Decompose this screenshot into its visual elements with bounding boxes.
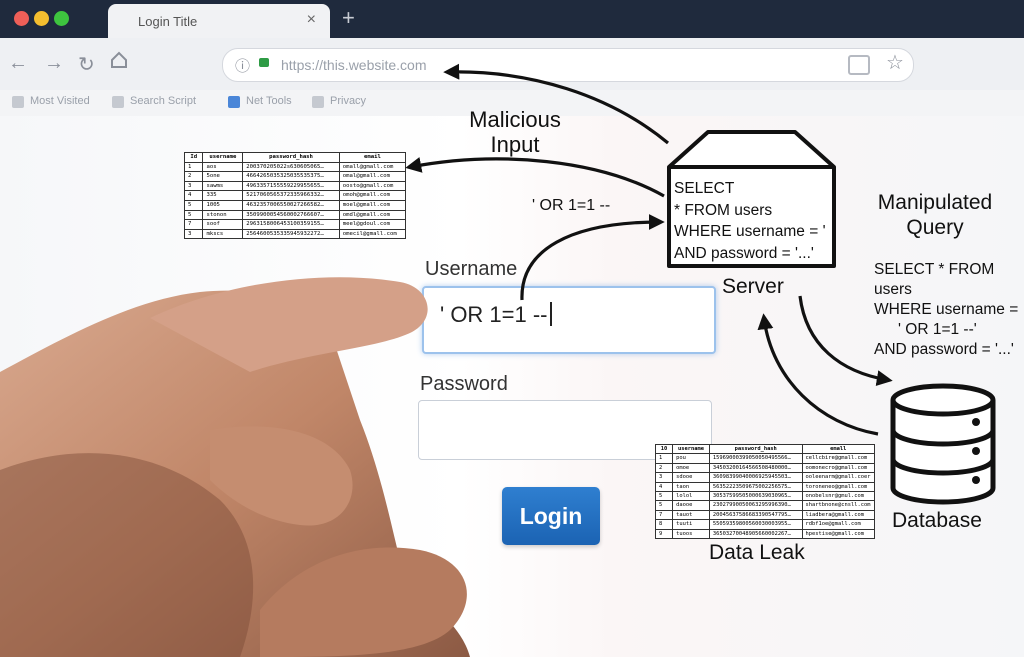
table-cell: onobelsnr@gmul.com <box>801 491 876 502</box>
back-icon[interactable]: ← <box>8 52 28 74</box>
text-caret <box>549 302 552 326</box>
table-cell: omecil@gmall.com <box>338 228 407 240</box>
table-cell: cellcbire@gmall.com <box>801 453 876 464</box>
bookmark-star-icon[interactable]: ☆ <box>886 52 904 74</box>
tab-close-icon[interactable]: × <box>306 11 316 28</box>
lock-icon <box>259 58 269 67</box>
bookmark-item-2[interactable]: Search Script <box>130 95 197 107</box>
home-icon[interactable] <box>110 51 128 75</box>
server-icon <box>667 130 836 268</box>
reload-icon[interactable]: ↻ <box>78 54 95 76</box>
data-leak-label: Data Leak <box>709 541 805 564</box>
injected-payload-text: ' OR 1=1 -- <box>532 197 611 214</box>
table-cell: toroneneo@gmall.com <box>801 481 876 493</box>
login-button[interactable]: Login <box>502 487 600 545</box>
maximize-window-dot[interactable] <box>54 11 69 26</box>
arrow-database-to-server <box>757 313 879 436</box>
table-cell: oomonecro@gmall.com <box>801 462 876 474</box>
reader-mode-icon[interactable] <box>848 55 870 75</box>
manipulated-query-title: Manipulated Query <box>877 191 993 239</box>
bookmark-icon <box>12 96 24 108</box>
table-cell: rdbf1oe@gmall.com <box>801 519 876 530</box>
address-url[interactable]: https://this.website.com <box>281 57 427 73</box>
forward-icon[interactable]: → <box>44 52 64 74</box>
browser-toolbar: ← → ↻ ⓘ https://this.website.com ☆ <box>0 38 1024 91</box>
bookmark-icon <box>112 96 124 108</box>
table-cell: mkscs <box>202 228 244 240</box>
table-cell: shartbnone@cnsll.com <box>801 500 876 511</box>
address-bar[interactable]: ⓘ https://this.website.com <box>222 48 914 82</box>
bookmark-icon <box>228 96 240 108</box>
arrow-server-to-browser <box>443 63 670 145</box>
table-cell: ooleenarm@gmall.coer <box>801 472 876 483</box>
arrow-server-to-database <box>798 295 893 387</box>
minimize-window-dot[interactable] <box>34 11 49 26</box>
browser-tab[interactable]: Login Title × <box>108 4 330 38</box>
database-label: Database <box>892 509 982 532</box>
tab-title: Login Title <box>138 14 198 29</box>
manipulated-query: SELECT * FROM users WHERE username = ' O… <box>874 261 1019 358</box>
table-cell: 3 <box>183 228 204 240</box>
browser-titlebar: Login Title × + <box>0 0 1024 38</box>
table-header-cell: emall <box>801 443 876 455</box>
bookmarks-bar: Most Visited Search Script Net Tools Pri… <box>0 90 1024 116</box>
table-cell: hpestise@gmall.com <box>801 528 876 540</box>
server-label: Server <box>722 275 784 298</box>
bookmark-icon <box>312 96 324 108</box>
bookmark-item-3[interactable]: Net Tools <box>246 95 292 107</box>
close-window-dot[interactable] <box>14 11 29 26</box>
bookmark-item-4[interactable]: Privacy <box>330 95 367 107</box>
malicious-input-label: Malicious Input <box>469 107 561 157</box>
arrow-input-to-server <box>520 214 665 301</box>
table-cell: liadbera@gmall.com <box>801 509 876 521</box>
bookmark-item-1[interactable]: Most Visited <box>30 95 90 107</box>
server-query: SELECT * FROM users WHERE username = ' A… <box>674 180 826 262</box>
new-tab-icon[interactable]: + <box>342 5 355 30</box>
arrow-server-to-leak <box>405 157 665 198</box>
table-cell: 9 <box>654 528 674 540</box>
database-icon <box>890 383 996 505</box>
table-header-cell: 10 <box>654 443 674 455</box>
username-label: Username <box>425 258 518 280</box>
site-info-icon[interactable]: ⓘ <box>235 58 251 75</box>
